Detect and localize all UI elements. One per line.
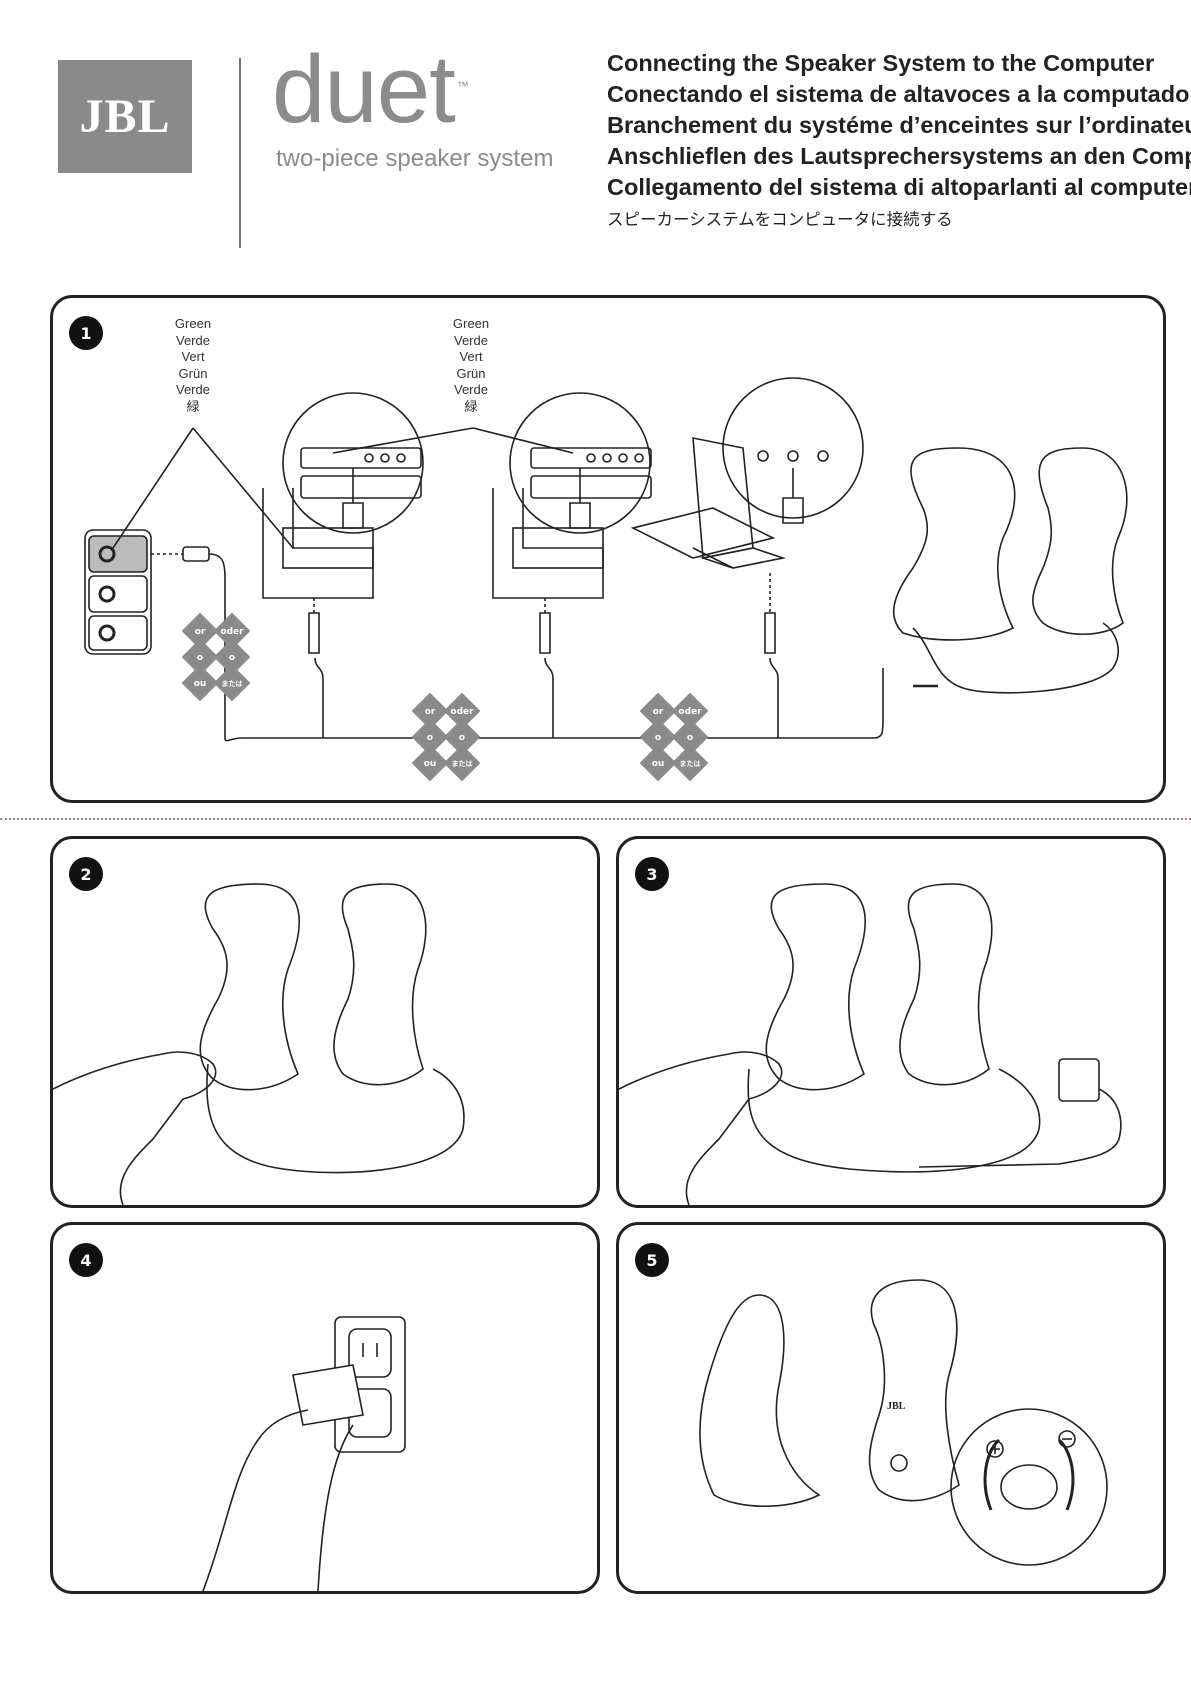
badge-oder: oder (678, 707, 702, 717)
badge-oder: oder (450, 707, 474, 717)
label-green-en: Green (452, 316, 490, 331)
step-1-panel: 1 (50, 295, 1166, 803)
step-3-number: 3 (635, 857, 669, 891)
step-5-illustration (699, 1279, 1108, 1566)
badge-mataha: または (221, 680, 243, 688)
step-5-panel: 5 JBL (616, 1222, 1166, 1594)
speaker-input-panel (84, 529, 152, 655)
power-adapter (1058, 1058, 1100, 1102)
badge-mataha: または (451, 760, 473, 768)
label-green-fr: Vert (181, 349, 205, 364)
step-1-illustration (84, 377, 1128, 742)
green-label-right: Green Verde Vert Grün Verde 緑 (431, 316, 511, 415)
or-badge-group-middle: or oder o o ou または (409, 692, 489, 782)
adapter-plug (292, 1364, 364, 1426)
badge-ou: ou (651, 759, 665, 769)
label-green-de: Grün (456, 365, 486, 381)
label-green-es: Verde (176, 332, 210, 348)
badge-ou: ou (193, 679, 207, 689)
title-english: Connecting the Speaker System to the Com… (607, 50, 1155, 76)
green-label-left: Green Verde Vert Grün Verde 緑 (153, 316, 233, 415)
step-4-illustration (202, 1316, 406, 1591)
label-green-ja: 緑 (464, 398, 478, 414)
section-divider (0, 818, 1191, 820)
trademark: ™ (456, 79, 469, 93)
or-badge-group-left: or oder o o ou または (179, 612, 259, 702)
step-3-panel: 3 (616, 836, 1166, 1208)
tagline: two-piece speaker system (276, 145, 554, 172)
step-2-illustration (53, 883, 465, 1205)
label-green-it: Verde (454, 382, 488, 397)
badge-or: or (194, 627, 206, 637)
badge-o: o (426, 733, 434, 743)
step-2-panel: 2 (50, 836, 600, 1208)
brand-name-text: duet (272, 36, 456, 143)
badge-o: o (458, 733, 466, 743)
title-german: Anschlieflen des Lautsprechersystems an … (607, 143, 1191, 169)
title-spanish: Conectando el sistema de altavoces a la … (607, 81, 1191, 107)
label-green-fr: Vert (459, 349, 483, 364)
step-4-number: 4 (69, 1243, 103, 1277)
label-green-es: Verde (454, 332, 488, 348)
speaker-badge: JBL (887, 1401, 906, 1412)
label-green-it: Verde (176, 382, 210, 397)
step-1-number: 1 (69, 316, 103, 350)
step-5-number: 5 (635, 1243, 669, 1277)
badge-o: o (196, 653, 204, 663)
badge-o: o (228, 653, 236, 663)
step-2-number: 2 (69, 857, 103, 891)
badge-or: or (424, 707, 436, 717)
step-3-illustration (619, 883, 1122, 1205)
label-green-ja: 緑 (186, 398, 200, 414)
label-green-de: Grün (178, 365, 208, 381)
title-italian: Collegamento del sistema di altoparlanti… (607, 174, 1191, 200)
jbl-logo-text: JBL (79, 90, 171, 143)
step-4-panel: 4 (50, 1222, 600, 1594)
title-japanese: スピーカーシステムをコンピュータに接続する (607, 210, 953, 229)
title-french: Branchement du systéme d’enceintes sur l… (607, 112, 1191, 138)
badge-o: o (654, 733, 662, 743)
badge-mataha: または (679, 760, 701, 768)
badge-oder: oder (220, 627, 244, 637)
jbl-logo: JBL (58, 60, 192, 173)
or-badge-group-right: or oder o o ou または (637, 692, 717, 782)
badge-ou: ou (423, 759, 437, 769)
volume-knob-zoom (950, 1408, 1108, 1566)
badge-o: o (686, 733, 694, 743)
instruction-titles: Connecting the Speaker System to the Com… (607, 48, 1191, 233)
label-green-en: Green (174, 316, 212, 331)
header-divider (239, 58, 241, 248)
badge-or: or (652, 707, 664, 717)
